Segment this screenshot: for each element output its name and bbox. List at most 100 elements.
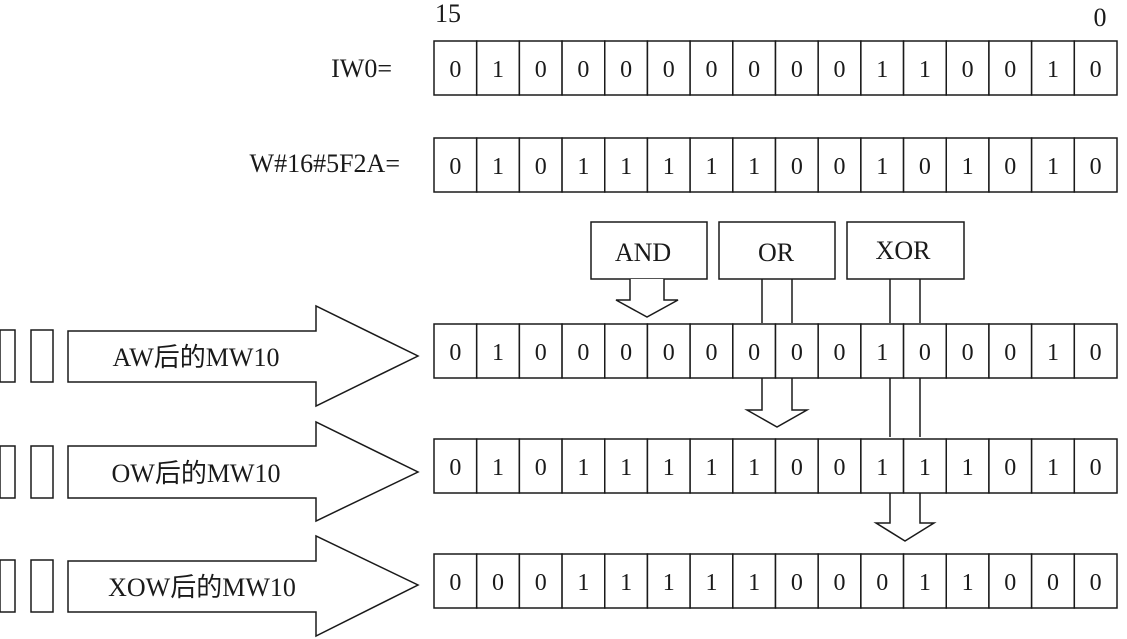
bit-value: 0 — [1004, 455, 1016, 481]
bit-value: 1 — [962, 455, 974, 481]
operation-box-or — [718, 221, 836, 280]
bit-cell — [1030, 137, 1076, 193]
bit-value: 0 — [919, 154, 931, 180]
bit-cell — [561, 40, 606, 96]
result-arrow-aw — [67, 304, 420, 408]
bit-value: 0 — [535, 154, 547, 180]
bit-value: 0 — [791, 570, 803, 596]
bit-value: 1 — [876, 154, 888, 180]
marker-box — [0, 445, 16, 499]
bit-value: 0 — [492, 570, 504, 596]
bit-value: 1 — [705, 570, 717, 596]
bit-cell — [689, 553, 734, 609]
bit-value: 0 — [577, 57, 589, 83]
bit-cell — [732, 40, 777, 96]
bit-value: 0 — [791, 455, 803, 481]
bit-value: 1 — [492, 57, 504, 83]
bit-cell — [518, 40, 563, 96]
bit-value: 0 — [449, 455, 461, 481]
bit-cell — [774, 323, 819, 379]
bit-value: 0 — [663, 340, 675, 366]
bit-value: 1 — [577, 570, 589, 596]
bit-cell — [518, 438, 563, 494]
bit-value: 0 — [1004, 570, 1016, 596]
bit-value: 1 — [876, 340, 888, 366]
bit-value: 0 — [535, 455, 547, 481]
bit-value: 0 — [705, 340, 717, 366]
result-label-ow: OW后的MW10 — [112, 459, 281, 488]
bit-value: 0 — [449, 57, 461, 83]
bit-index-high: 15 — [435, 0, 461, 28]
bit-value: 0 — [535, 57, 547, 83]
bit-value: 1 — [492, 455, 504, 481]
bit-value: 0 — [1090, 154, 1102, 180]
bit-value: 0 — [1090, 57, 1102, 83]
bit-cell — [1073, 40, 1118, 96]
operation-box-xor — [846, 221, 965, 280]
bit-cell — [1073, 438, 1118, 494]
bit-value: 1 — [962, 154, 974, 180]
bit-value: 0 — [449, 340, 461, 366]
bit-value: 1 — [962, 570, 974, 596]
xor-down-arrow — [873, 493, 937, 542]
bit-registers: 0 1 0 0 0 0 0 0 0 0 1 1 0 0 1 0 0 1 0 1 1 1 1 1 0 0 1 0 1 0 1 0 0 1 0 0 0 0 0 0… — [433, 40, 1118, 609]
bit-value: 0 — [535, 570, 547, 596]
bit-value: 0 — [791, 154, 803, 180]
or-down-arrow — [744, 378, 810, 428]
bit-cell — [902, 137, 947, 193]
bit-value: 1 — [663, 570, 675, 596]
bit-value: 1 — [748, 455, 760, 481]
bit-cell — [817, 137, 862, 193]
bit-value: 1 — [919, 455, 931, 481]
bit-value: 0 — [791, 340, 803, 366]
bit-cell — [646, 553, 691, 609]
bit-value: 0 — [834, 154, 846, 180]
bit-cell — [945, 323, 990, 379]
bit-cell — [945, 40, 990, 96]
bit-value: 0 — [791, 57, 803, 83]
bit-cell — [646, 137, 691, 193]
bit-value: 0 — [1047, 570, 1059, 596]
marker-box — [0, 329, 16, 383]
bit-cell — [604, 137, 649, 193]
bit-value: 0 — [449, 570, 461, 596]
result-arrow-ow — [67, 420, 420, 523]
bit-value: 0 — [535, 340, 547, 366]
bit-cell — [689, 137, 734, 193]
bit-cell — [1030, 323, 1076, 379]
marker-box — [30, 329, 54, 383]
bit-cell — [988, 438, 1033, 494]
bit-cell — [1030, 438, 1076, 494]
bit-cell — [475, 438, 521, 494]
bit-value: 0 — [748, 57, 760, 83]
bit-cell — [774, 438, 819, 494]
bit-value: 1 — [705, 154, 717, 180]
bit-cell — [860, 438, 905, 494]
bit-value: 0 — [748, 340, 760, 366]
bit-cell — [860, 323, 905, 379]
bit-value: 1 — [1047, 154, 1059, 180]
bit-cell — [433, 438, 478, 494]
bit-value: 1 — [1047, 455, 1059, 481]
bit-cell — [902, 438, 947, 494]
bit-value: 1 — [492, 154, 504, 180]
result-label-aw: AW后的MW10 — [113, 343, 280, 372]
bit-cell — [518, 553, 563, 609]
bit-value: 0 — [1004, 154, 1016, 180]
bit-cell — [945, 553, 990, 609]
bit-value: 0 — [1004, 57, 1016, 83]
bit-value: 1 — [1047, 340, 1059, 366]
bit-value: 0 — [1004, 340, 1016, 366]
marker-box — [30, 559, 54, 613]
bit-value: 1 — [876, 57, 888, 83]
bit-cell — [988, 137, 1033, 193]
bit-cell — [604, 40, 649, 96]
operation-box-and — [590, 221, 708, 280]
bit-index-low: 0 — [1094, 3, 1107, 32]
bit-value: 0 — [962, 340, 974, 366]
bit-value: 1 — [620, 154, 632, 180]
